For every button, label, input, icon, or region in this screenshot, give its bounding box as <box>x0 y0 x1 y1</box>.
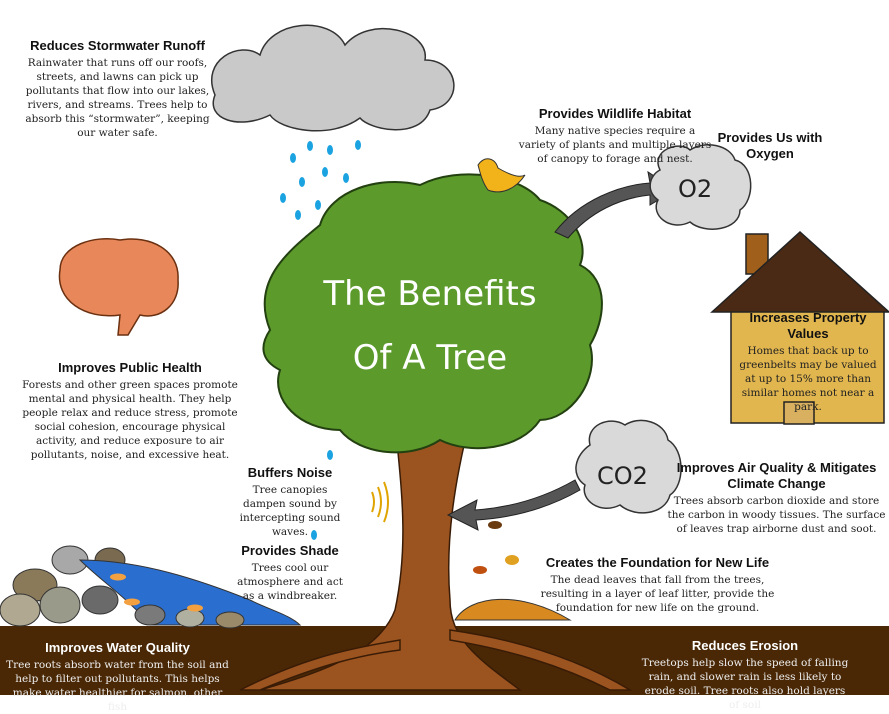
brain-icon <box>58 238 179 336</box>
heading: Increases Property Values <box>749 310 867 341</box>
rocks-and-stream <box>0 545 302 629</box>
tree-trunk <box>239 419 633 691</box>
description: Trees absorb carbon dioxide and store th… <box>667 495 886 535</box>
benefit-wildlife: Provides Wildlife Habitat Many native sp… <box>515 106 715 166</box>
description: Homes that back up to greenbelts may be … <box>739 345 877 413</box>
heading: Reduces Erosion <box>691 638 799 653</box>
co2-arrow-icon <box>446 479 581 531</box>
heading: Provides Us with Oxygen <box>717 130 823 161</box>
description: Forests and other green spaces promote m… <box>22 379 238 461</box>
heading: Improves Water Quality <box>45 640 190 655</box>
heading: Provides Wildlife Habitat <box>538 106 692 121</box>
heading: Improves Air Quality & Mitigates Climate… <box>676 460 877 491</box>
description: Many native species require a variety of… <box>518 125 712 165</box>
illustration <box>0 24 889 695</box>
benefit-property: Increases Property Values Homes that bac… <box>733 310 883 414</box>
benefit-oxygen: Provides Us with Oxygen <box>710 130 830 162</box>
benefit-air-quality: Improves Air Quality & Mitigates Climate… <box>664 460 889 536</box>
benefit-health: Improves Public Health Forests and other… <box>15 360 245 462</box>
benefit-water-quality: Improves Water Quality Tree roots absorb… <box>5 640 230 714</box>
o2-label: O2 <box>678 175 713 203</box>
tree-canopy <box>262 173 603 454</box>
house-icon <box>710 230 889 425</box>
heading: Reduces Stormwater Runoff <box>30 38 205 53</box>
bird-icon <box>477 158 526 193</box>
benefit-erosion: Reduces Erosion Treetops help slow the s… <box>640 638 850 712</box>
benefit-shade: Provides Shade Trees cool our atmosphere… <box>230 543 350 603</box>
heading: Improves Public Health <box>58 360 202 375</box>
heading: Provides Shade <box>241 543 339 558</box>
page-subtitle: Of A Tree <box>352 338 508 378</box>
description: Treetops help slow the speed of falling … <box>641 657 849 711</box>
page-title: The Benefits <box>323 274 537 314</box>
benefit-stormwater: Reduces Stormwater Runoff Rainwater that… <box>15 38 220 140</box>
description: The dead leaves that fall from the trees… <box>540 574 775 614</box>
description: Rainwater that runs off our roofs, stree… <box>25 57 210 139</box>
co2-cloud-icon <box>575 419 682 514</box>
leaf-litter-icon <box>454 521 572 621</box>
sound-waves-icon <box>371 481 389 523</box>
heading: Buffers Noise <box>247 465 333 480</box>
oxygen-cloud-icon <box>649 144 752 230</box>
benefit-noise: Buffers Noise Tree canopies dampen sound… <box>230 465 350 539</box>
benefit-new-life: Creates the Foundation for New Life The … <box>530 555 785 615</box>
description: Trees cool our atmosphere and act as a w… <box>237 562 343 602</box>
description: Tree canopies dampen sound by intercepti… <box>239 484 341 538</box>
co2-label: CO2 <box>597 462 648 490</box>
rain-cloud-icon <box>211 24 455 132</box>
description: Tree roots absorb water from the soil an… <box>6 659 229 713</box>
fish-icon <box>110 573 203 612</box>
heading: Creates the Foundation for New Life <box>545 555 770 570</box>
